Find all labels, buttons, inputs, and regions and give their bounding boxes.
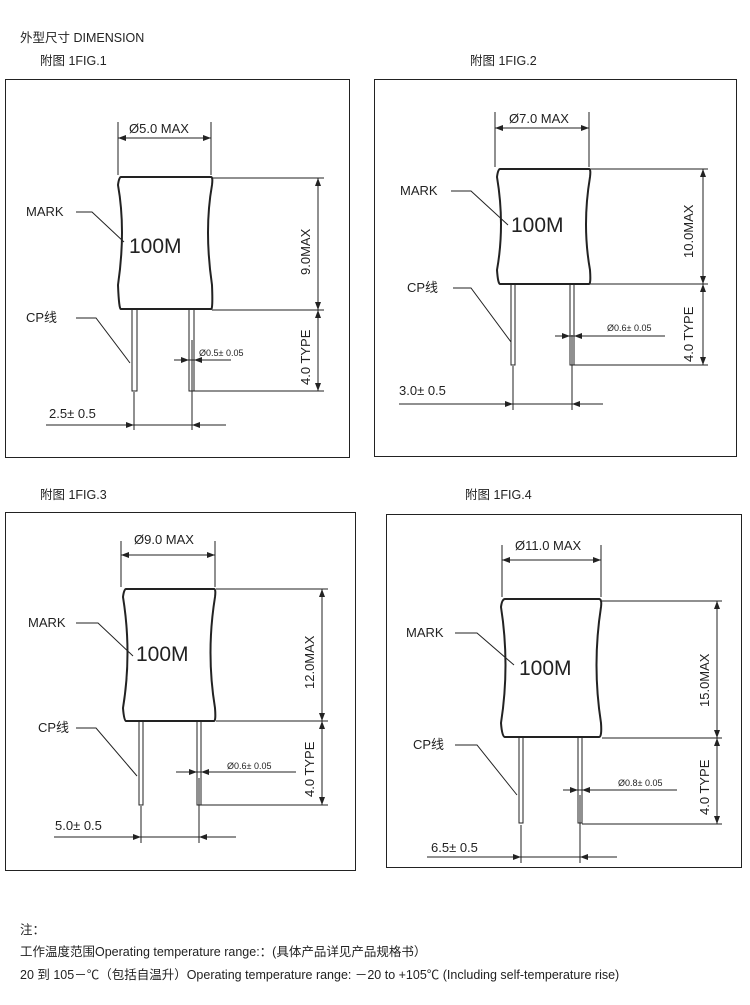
fig1-cp-label: CP线	[26, 310, 57, 325]
fig4-lead-label: 4.0 TYPE	[697, 759, 712, 815]
fig2-wire-label: Ø0.6± 0.05	[607, 323, 651, 333]
fig4-mark-label: MARK	[406, 625, 444, 640]
fig4-cp-label: CP线	[413, 737, 444, 752]
fig4-diameter-label: Ø11.0 MAX	[515, 538, 582, 553]
fig4-inductor-body	[499, 598, 603, 738]
fig3-drawing: Ø9.0 MAX 100M MARK CP线 Ø0.6± 0.05 5.0± 0…	[5, 512, 356, 871]
fig3-diameter-label: Ø9.0 MAX	[134, 532, 194, 547]
fig2-mark-leader	[451, 190, 509, 226]
fig4-wire-label: Ø0.8± 0.05	[618, 778, 662, 788]
fig1-height-label: 9.0MAX	[298, 228, 313, 275]
fig2-lead-label: 4.0 TYPE	[681, 306, 696, 362]
fig3-inductor-body	[121, 588, 217, 722]
fig4-drawing: Ø11.0 MAX 100M MARK CP线 Ø0.8± 0.05 6.5± …	[386, 514, 742, 868]
fig2-cp-leader	[453, 287, 512, 343]
fig2-caption: 附图 1FIG.2	[470, 54, 537, 68]
fig1-mark-leader	[76, 211, 125, 243]
fig3-mark-label: MARK	[28, 615, 66, 630]
fig1-inductor-body	[116, 176, 214, 311]
fig2-height-label: 10.0MAX	[681, 204, 696, 258]
fig1-cp-leader	[76, 317, 131, 364]
fig1-caption: 附图 1FIG.1	[40, 54, 107, 68]
fig2-diameter-label: Ø7.0 MAX	[509, 111, 569, 126]
fig3-caption: 附图 1FIG.3	[40, 488, 107, 502]
fig3-wire-label: Ø0.6± 0.05	[227, 761, 271, 771]
fig4-pitch-label: 6.5± 0.5	[431, 840, 478, 855]
fig1-diameter-label: Ø5.0 MAX	[129, 121, 189, 136]
fig3-cp-leader	[76, 727, 138, 777]
fig1-mark-label: MARK	[26, 204, 64, 219]
fig1-lead-label: 4.0 TYPE	[298, 329, 313, 385]
fig3-mark-value: 100M	[136, 643, 189, 666]
fig2-lead-left	[510, 283, 516, 366]
fig3-height-label: 12.0MAX	[302, 635, 317, 689]
fig4-height-label: 15.0MAX	[697, 653, 712, 707]
fig2-mark-value: 100M	[511, 214, 564, 237]
fig1-mark-value: 100M	[129, 235, 182, 258]
page-title: 外型尺寸 DIMENSION	[20, 31, 145, 45]
notes-heading: 注：	[20, 923, 46, 937]
fig4-mark-value: 100M	[519, 657, 572, 680]
fig3-lead-left	[138, 720, 144, 806]
fig2-mark-label: MARK	[400, 183, 438, 198]
fig3-cp-label: CP线	[38, 720, 69, 735]
notes-line-2: 20 到 105－℃（包括自温升）Operating temperature r…	[20, 968, 620, 982]
fig3-lead-label: 4.0 TYPE	[302, 741, 317, 797]
fig4-lead-left	[518, 736, 524, 824]
fig1-drawing: Ø5.0 MAX 100M MARK CP线 Ø0.5± 0.05 2.5± 0…	[5, 79, 350, 458]
fig4-caption: 附图 1FIG.4	[465, 488, 532, 502]
fig3-mark-leader	[76, 622, 134, 657]
fig4-mark-leader	[455, 632, 515, 666]
notes-line-1: 工作温度范围Operating temperature range:：(具体产品…	[20, 945, 427, 959]
fig1-lead-left	[131, 308, 138, 392]
fig2-cp-label: CP线	[407, 280, 438, 295]
fig1-wire-label: Ø0.5± 0.05	[199, 348, 243, 358]
fig1-pitch-label: 2.5± 0.5	[49, 406, 96, 421]
fig4-cp-leader	[455, 744, 518, 796]
fig3-pitch-label: 5.0± 0.5	[55, 818, 102, 833]
fig2-inductor-body	[495, 168, 592, 285]
fig2-drawing: Ø7.0 MAX 100M MARK CP线 Ø0.6± 0.05 3.0± 0…	[374, 79, 737, 457]
fig2-pitch-label: 3.0± 0.5	[399, 383, 446, 398]
